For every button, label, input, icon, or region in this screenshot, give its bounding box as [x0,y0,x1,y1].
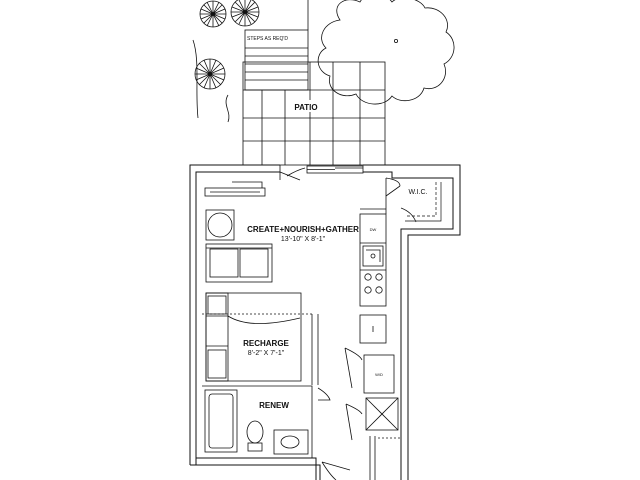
cooktop-burner-icon [375,286,383,294]
exterior-walls [189,164,461,480]
fridge [359,314,387,344]
large-tree-icon [317,0,455,105]
planting-edge [192,39,230,123]
create-dimensions: 13'-10" X 8'-1" [281,236,326,243]
washer-dryer-label: W/D [375,372,383,377]
bathroom [202,385,313,458]
dining-table [207,212,233,238]
steps [244,0,309,91]
shrub-icon [194,58,226,90]
kitchen-counter [359,177,401,344]
patio-label-bg [286,100,326,112]
tree-trunk-dot [393,39,398,44]
wic-label: W.I.C. [408,189,427,196]
vanity [273,429,309,455]
sofa [205,243,273,283]
cooktop-burner-icon [364,286,372,294]
living-furniture [204,181,273,283]
cooktop-burner-icon [375,273,383,281]
recharge-dimensions: 8'-2" X 7'-1" [248,350,285,357]
patio-label: PATIO [294,103,317,112]
mechanical-closet [365,397,399,431]
toilet [246,420,264,444]
bed [205,292,302,382]
patio-grid [242,61,386,166]
trees [192,0,455,123]
walk-in-closet [400,182,442,223]
shrub-icon [199,0,227,28]
patio-sliding-door [279,165,364,181]
dishwasher-label: DW [370,227,377,232]
shrub-icon [230,0,260,27]
bathtub [204,389,238,453]
create-label: CREATE+NOURISH+GATHER [247,225,359,234]
hall-closets [317,347,400,480]
renew-label: RENEW [259,401,289,410]
washer-dryer [363,354,395,394]
bedroom [202,292,319,385]
recharge-label: RECHARGE [243,339,289,348]
sink-icon [362,245,384,267]
steps-note: STEPS AS REQ'D [247,36,288,42]
cooktop-burner-icon [364,273,372,281]
